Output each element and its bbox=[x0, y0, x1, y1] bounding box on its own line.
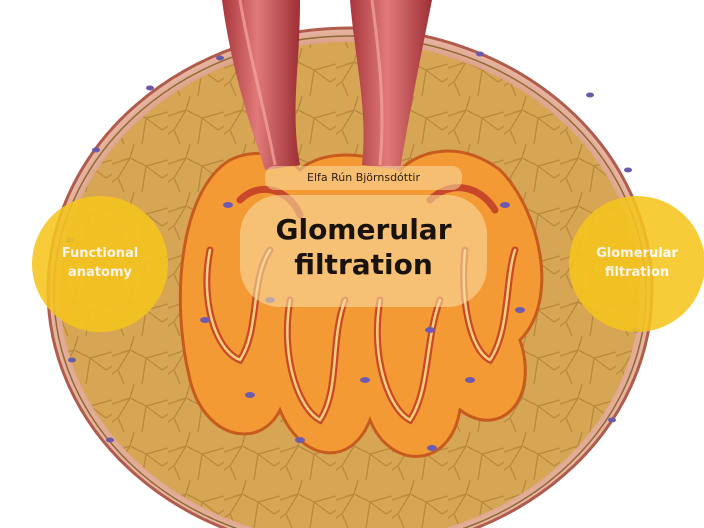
nav-circle-left-label: Functional anatomy bbox=[50, 245, 150, 283]
arterioles bbox=[222, 0, 432, 170]
nav-circle-functional-anatomy[interactable]: Functional anatomy bbox=[32, 196, 168, 332]
nav-right-line1: Glomerular bbox=[596, 246, 678, 262]
slide-title-line2: filtration bbox=[294, 248, 433, 281]
author-name: Elfa Rún Björnsdóttir bbox=[307, 171, 420, 184]
nav-left-line1: Functional bbox=[61, 246, 139, 262]
nav-left-line2: anatomy bbox=[68, 265, 132, 280]
slide-title: Glomerular filtration bbox=[240, 212, 487, 282]
nav-right-line2: filtration bbox=[604, 265, 670, 280]
nav-circle-right-label: Glomerular filtration bbox=[587, 245, 687, 283]
slide-title-line1: Glomerular bbox=[275, 213, 452, 246]
nav-circle-glomerular-filtration[interactable]: Glomerular filtration bbox=[569, 196, 704, 332]
